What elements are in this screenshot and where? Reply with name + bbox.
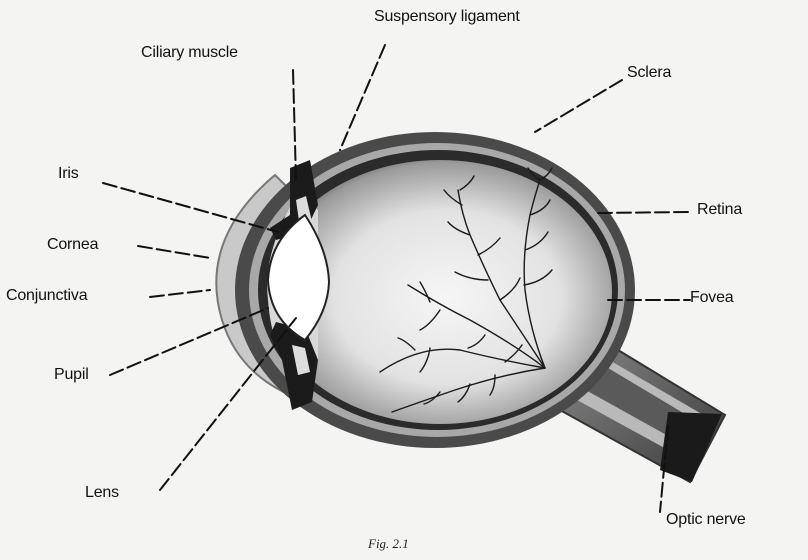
- lens-shape: [266, 213, 331, 342]
- label-cornea: Cornea: [47, 236, 99, 253]
- label-lens: Lens: [85, 484, 119, 501]
- label-retina: Retina: [697, 201, 743, 218]
- label-sclera: Sclera: [627, 64, 672, 81]
- iris-lower-shape: [270, 322, 318, 410]
- label-optic-nerve: Optic nerve: [666, 511, 746, 528]
- label-iris: Iris: [58, 165, 79, 182]
- label-suspensory-ligament: Suspensory ligament: [374, 8, 520, 25]
- figure-caption: Fig. 2.1: [368, 536, 409, 551]
- leader-lines: [102, 44, 691, 513]
- label-conjunctiva: Conjunctiva: [6, 287, 88, 304]
- retinal-vessels: [379, 167, 553, 413]
- vitreous-shape: [268, 160, 612, 424]
- label-pupil: Pupil: [54, 366, 89, 383]
- label-fovea: Fovea: [690, 289, 734, 306]
- label-ciliary-muscle: Ciliary muscle: [141, 44, 238, 61]
